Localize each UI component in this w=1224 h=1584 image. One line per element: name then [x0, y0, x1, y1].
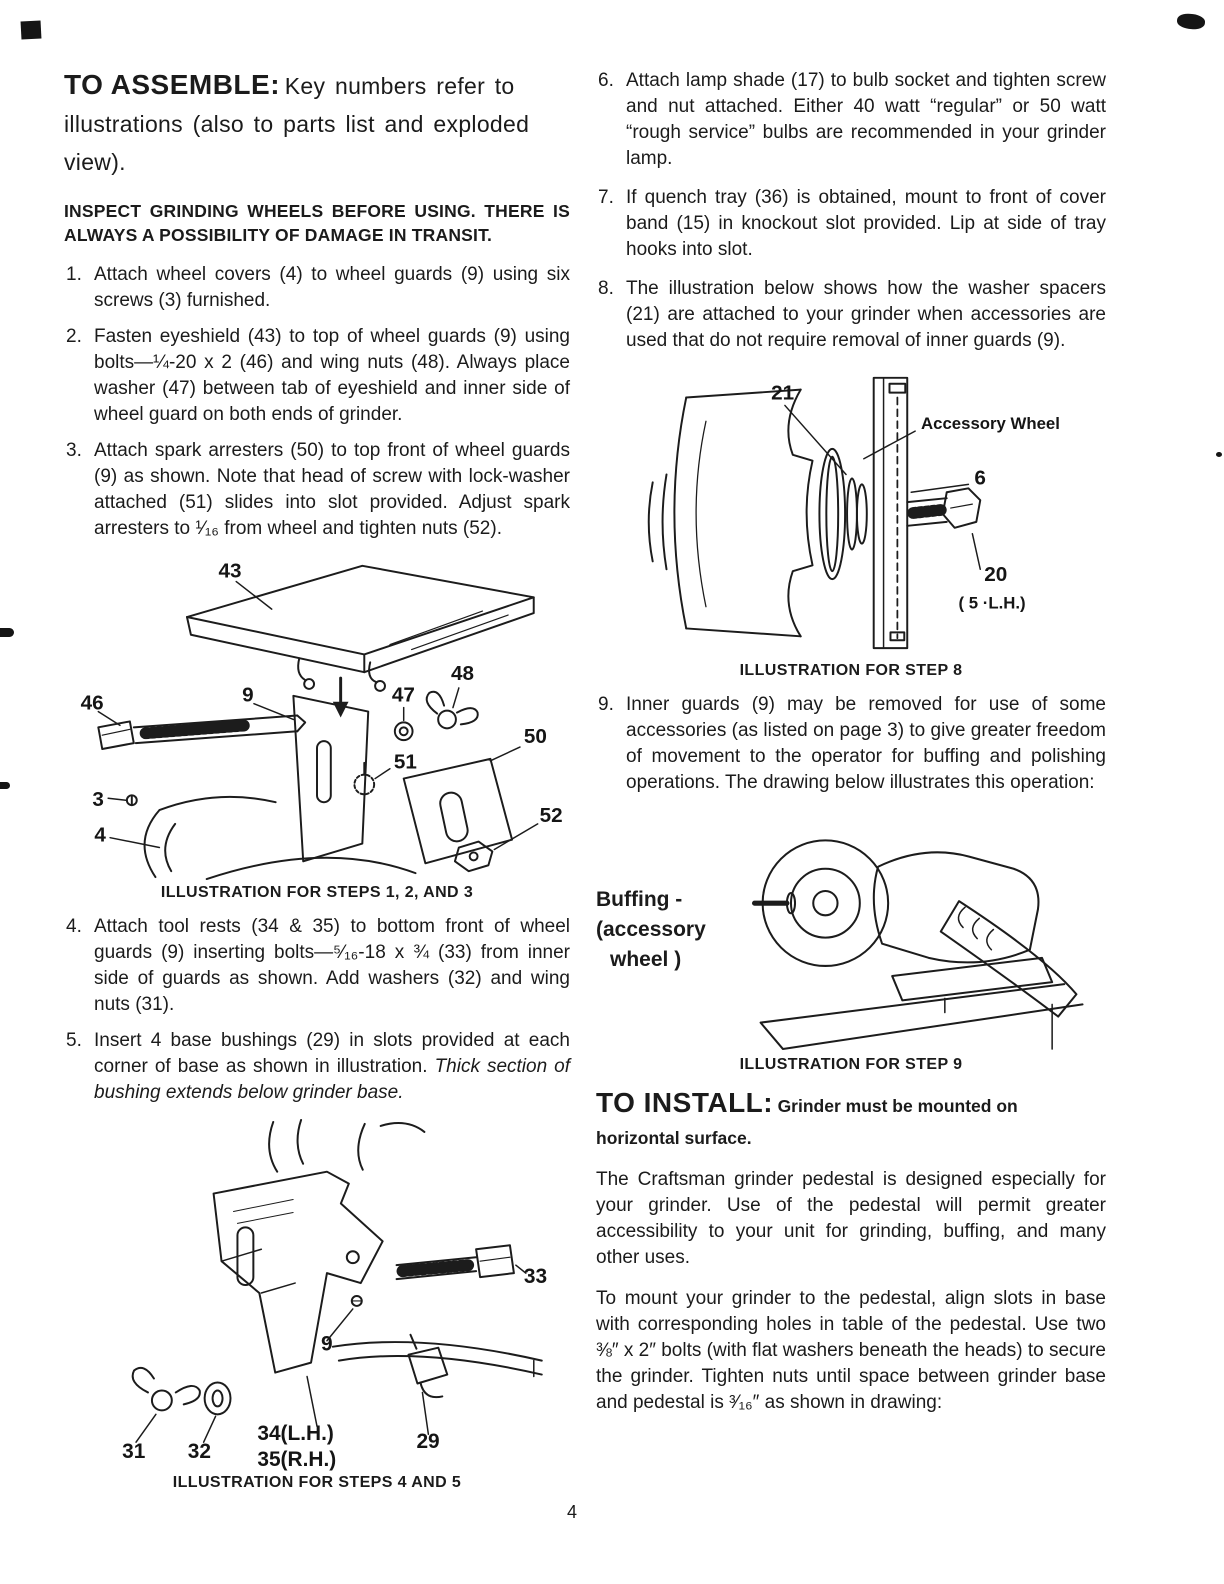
step-2: 2. Fasten eyeshield (43) to top of wheel…	[64, 324, 570, 428]
eyeshield-assembly-drawing: 43 46 9 47 48 50 3 51 4 52	[80, 560, 562, 881]
part-label-47: 47	[391, 684, 414, 707]
figure-steps-4-5: 33 9 31 32 34(L.H.) 35(R.H.) 29 ILLUSTRA…	[64, 1116, 570, 1492]
figure-step-8: 21 Accessory Wheel 6 20 ( 5 ·L.H.) ILLUS…	[596, 364, 1106, 680]
scan-mark-right-edge	[1216, 452, 1222, 457]
figure-caption: ILLUSTRATION FOR STEP 9	[739, 1056, 963, 1073]
step-8: 8. The illustration below shows how the …	[596, 276, 1106, 354]
part-label-31: 31	[122, 1440, 146, 1463]
step-text-italic: Thick section of bushing extends below g…	[94, 1056, 571, 1103]
scan-mark-left-edge	[0, 782, 10, 789]
part-label-34: 34(L.H.)	[257, 1422, 334, 1445]
part-label-accessory-wheel: Accessory Wheel	[921, 414, 1060, 433]
step-text: Attach tool rests (34 & 35) to bottom fr…	[94, 916, 570, 1015]
install-heading: TO INSTALL: Grinder must be mounted on h…	[596, 1088, 1106, 1155]
part-label-46: 46	[80, 692, 103, 715]
figure-caption: ILLUSTRATION FOR STEP 8	[739, 662, 963, 679]
part-label-35: 35(R.H.)	[257, 1448, 336, 1471]
tool-rest-drawing: 33 9 31 32 34(L.H.) 35(R.H.) 29	[122, 1118, 547, 1471]
step-number: 3.	[66, 440, 82, 461]
step-text: Attach spark arresters (50) to top front…	[94, 440, 570, 539]
install-subtitle: Grinder must be mounted on horizontal su…	[596, 1096, 1018, 1148]
install-title: TO INSTALL:	[596, 1087, 774, 1118]
leader-lines	[134, 1264, 527, 1443]
part-label-48: 48	[450, 662, 473, 685]
step-number: 6.	[598, 70, 614, 91]
assemble-intro: Key numbers refer to illustrations (also…	[64, 73, 530, 175]
step-number: 8.	[598, 278, 614, 299]
step-number: 1.	[66, 264, 82, 285]
leader-lines	[783, 404, 981, 570]
scan-mark-top-left	[20, 20, 42, 40]
figure-caption: ILLUSTRATION FOR STEPS 4 AND 5	[172, 1474, 462, 1491]
step-3: 3. Attach spark arresters (50) to top fr…	[64, 438, 570, 542]
leader-lines	[97, 580, 538, 851]
part-label-50: 50	[523, 725, 546, 748]
step-text: Attach lamp shade (17) to bulb socket an…	[626, 70, 1106, 169]
part-label-21: 21	[771, 382, 794, 405]
right-column: 6. Attach lamp shade (17) to bulb socket…	[596, 68, 1106, 1431]
step-5: 5. Insert 4 base bushings (29) in slots …	[64, 1028, 570, 1106]
part-label-4: 4	[94, 824, 106, 847]
step-text: The illustration below shows how the was…	[626, 278, 1106, 351]
assemble-heading: TO ASSEMBLE: Key numbers refer to illust…	[64, 68, 570, 183]
part-label-9: 9	[320, 1333, 332, 1356]
part-label-5-lh: ( 5 ·L.H.)	[958, 594, 1025, 613]
part-label-52: 52	[539, 804, 562, 827]
step-7: 7. If quench tray (36) is obtained, moun…	[596, 185, 1106, 263]
drawing-lines	[131, 1118, 543, 1443]
step-6: 6. Attach lamp shade (17) to bulb socket…	[596, 68, 1106, 172]
step-1: 1. Attach wheel covers (4) to wheel guar…	[64, 262, 570, 314]
buffing-label: Buffing - (accessory wheel )	[596, 888, 706, 971]
part-label-43: 43	[218, 560, 241, 583]
step-number: 2.	[66, 326, 82, 347]
step-number: 7.	[598, 187, 614, 208]
step-text: If quench tray (36) is obtained, mount t…	[626, 187, 1106, 260]
figure-caption: ILLUSTRATION FOR STEPS 1, 2, AND 3	[160, 884, 474, 901]
drawing-lines	[96, 564, 538, 881]
part-label-33: 33	[523, 1265, 546, 1288]
part-label-51: 51	[393, 751, 416, 774]
step-9: 9. Inner guards (9) may be removed for u…	[596, 692, 1106, 796]
step-number: 5.	[66, 1030, 82, 1051]
step-4: 4. Attach tool rests (34 & 35) to bottom…	[64, 914, 570, 1018]
drawing-lines	[752, 839, 1084, 1050]
left-column: TO ASSEMBLE: Key numbers refer to illust…	[64, 68, 570, 1504]
assemble-title: TO ASSEMBLE:	[64, 69, 281, 100]
buffing-operation-drawing	[752, 839, 1084, 1050]
step-number: 9.	[598, 694, 614, 715]
install-paragraph-1: The Craftsman grinder pedestal is design…	[596, 1169, 1106, 1268]
buffing-figure-row: Buffing - (accessory wheel )	[596, 806, 1106, 1054]
install-paragraph-2: To mount your grinder to the pedestal, a…	[596, 1288, 1106, 1413]
part-label-20: 20	[984, 563, 1007, 586]
part-label-6: 6	[974, 466, 986, 489]
scan-mark-top-right	[1176, 12, 1206, 31]
step-text: Insert 4 base bushings (29) in slots pro…	[94, 1030, 571, 1103]
part-label-29: 29	[416, 1430, 439, 1453]
part-label-32: 32	[187, 1440, 210, 1463]
inspect-warning: INSPECT GRINDING WHEELS BEFORE USING. TH…	[64, 201, 570, 245]
figure-steps-1-2-3: 43 46 9 47 48 50 3 51 4 52 ILLUSTRATION …	[64, 552, 570, 902]
figure-step-9: Buffing - (accessory wheel )	[596, 806, 1106, 1074]
drawing-lines	[647, 376, 981, 650]
step-text: Fasten eyeshield (43) to top of wheel gu…	[94, 326, 570, 425]
washer-spacer-drawing: 21 Accessory Wheel 6 20 ( 5 ·L.H.)	[647, 376, 1060, 650]
step-number: 4.	[66, 916, 82, 937]
page-number: 4	[566, 1502, 577, 1522]
step-text: Attach wheel covers (4) to wheel guards …	[94, 264, 570, 311]
step-text: Inner guards (9) may be removed for use …	[626, 694, 1106, 793]
part-label-3: 3	[92, 788, 104, 811]
part-label-9: 9	[242, 684, 254, 707]
scan-mark-left-edge	[0, 628, 14, 637]
